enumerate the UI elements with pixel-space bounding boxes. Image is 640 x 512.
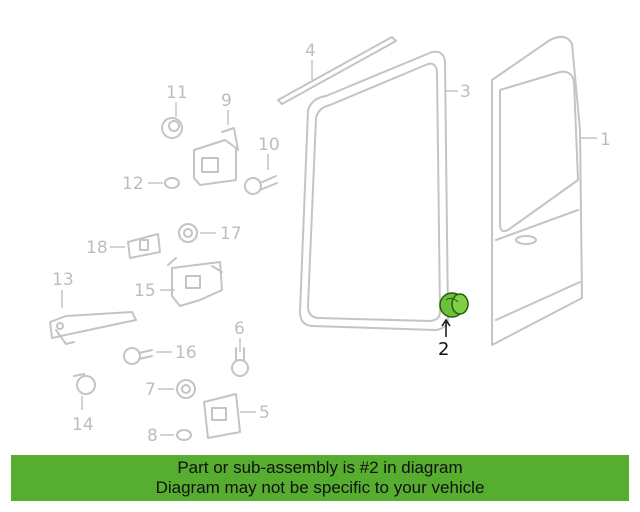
callout-14: 14 [72,415,94,435]
part-10-bolt[interactable] [244,175,278,195]
part-5-striker[interactable] [203,393,241,439]
callout-11: 11 [166,83,188,103]
parts-diagram: 4 3 1 2 11 9 10 [49,35,611,446]
part-15-latch[interactable] [167,257,223,307]
callout-2: 2 [438,339,449,360]
part-13-check-strap[interactable] [49,311,137,345]
callout-1: 1 [600,130,611,150]
callout-7: 7 [145,380,156,400]
part-17-grommet[interactable] [178,223,198,243]
callout-17: 17 [220,224,242,244]
banner-line-1: Part or sub-assembly is #2 in diagram [177,458,463,477]
banner-line-2: Diagram may not be specific to your vehi… [155,478,485,497]
part-3-door-seal[interactable] [299,50,449,331]
part-18-bracket[interactable] [127,233,161,259]
callout-18: 18 [86,238,108,258]
callout-10: 10 [258,135,280,155]
part-14-bolt[interactable] [73,373,96,395]
info-banner: Part or sub-assembly is #2 in diagram Di… [11,455,629,501]
callout-3: 3 [460,82,471,102]
leader-2 [441,318,451,337]
part-6-stud-bolt[interactable] [231,347,249,377]
callout-9: 9 [221,91,232,111]
part-8-washer[interactable] [176,429,192,441]
part-2-bumper-highlight[interactable] [439,292,469,318]
part-1-rear-door[interactable] [491,35,583,346]
part-7-grommet[interactable] [176,379,196,399]
part-16-bolt[interactable] [123,347,153,365]
part-11-bushing[interactable] [161,117,183,139]
callout-8: 8 [147,426,158,446]
callout-6: 6 [234,319,245,339]
part-12-washer[interactable] [164,177,180,189]
callout-16: 16 [175,343,197,363]
callout-15: 15 [134,281,156,301]
part-4-weatherstrip[interactable] [277,36,397,105]
callout-13: 13 [52,270,74,290]
callout-4: 4 [305,41,316,61]
callout-12: 12 [122,174,144,194]
part-9-hinge[interactable] [193,127,239,186]
callout-5: 5 [259,403,270,423]
